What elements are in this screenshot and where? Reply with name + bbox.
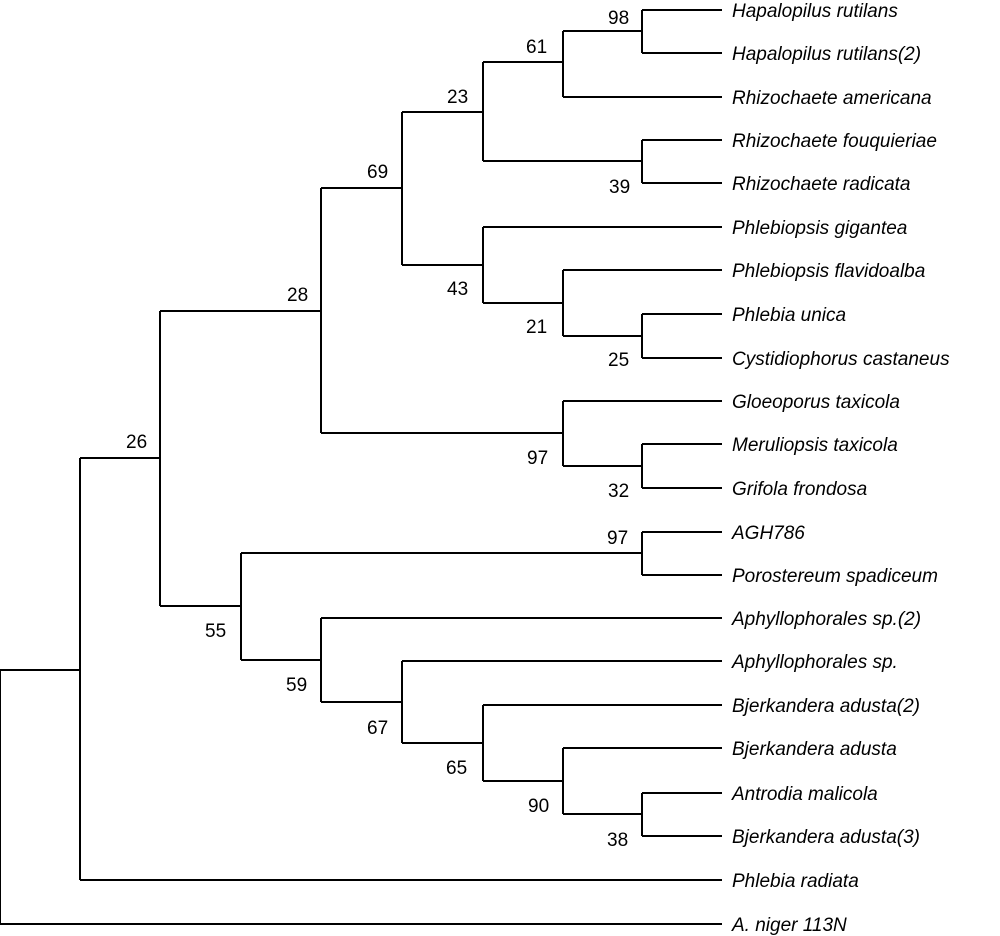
taxon-label: Porostereum spadiceum [732, 566, 938, 587]
taxon-label: Rhizochaete fouquieriae [732, 131, 937, 152]
taxon-label: Phlebia unica [732, 305, 846, 326]
support-value: 23 [447, 87, 468, 108]
support-value: 97 [527, 448, 548, 469]
taxon-label: Hapalopilus rutilans [732, 1, 898, 22]
support-value: 90 [528, 796, 549, 817]
taxon-label: Hapalopilus rutilans(2) [732, 44, 921, 65]
taxon-label: Antrodia malicola [731, 784, 878, 805]
support-value: 97 [607, 528, 628, 549]
taxon-label: Grifola frondosa [732, 479, 867, 500]
support-value: 28 [287, 285, 308, 306]
taxon-label: Aphyllophorales sp. [731, 652, 898, 673]
support-value: 32 [608, 481, 629, 502]
support-value: 43 [447, 279, 468, 300]
support-value: 26 [126, 432, 147, 453]
taxon-label: Bjerkandera adusta(2) [732, 696, 920, 717]
support-value: 98 [608, 8, 629, 29]
taxon-label: Phlebiopsis gigantea [732, 218, 907, 239]
taxon-label: Bjerkandera adusta(3) [732, 827, 920, 848]
support-value: 69 [367, 162, 388, 183]
support-value: 59 [286, 675, 307, 696]
taxon-label: AGH786 [731, 523, 805, 544]
tree-branches [0, 9, 722, 925]
support-value: 25 [608, 350, 629, 371]
taxon-label: Aphyllophorales sp.(2) [731, 609, 921, 630]
support-value: 38 [607, 830, 628, 851]
taxon-label: Phlebiopsis flavidoalba [732, 261, 925, 282]
taxon-labels: Hapalopilus rutilans Hapalopilus rutilan… [731, 1, 950, 936]
support-value: 65 [446, 758, 467, 779]
taxon-label: Rhizochaete radicata [732, 174, 911, 195]
taxon-label: A. niger 113N [731, 915, 847, 936]
support-values: 98 61 23 39 69 43 21 25 28 97 32 26 97 5… [126, 8, 630, 851]
support-value: 61 [526, 37, 547, 58]
taxon-label: Phlebia radiata [732, 871, 859, 892]
taxon-label: Gloeoporus taxicola [732, 392, 900, 413]
taxon-label: Cystidiophorus castaneus [732, 349, 950, 370]
support-value: 39 [609, 177, 630, 198]
support-value: 55 [205, 621, 226, 642]
taxon-label: Meruliopsis taxicola [732, 435, 898, 456]
taxon-label: Bjerkandera adusta [732, 739, 897, 760]
taxon-label: Rhizochaete americana [732, 88, 932, 109]
support-value: 67 [367, 718, 388, 739]
support-value: 21 [526, 317, 547, 338]
